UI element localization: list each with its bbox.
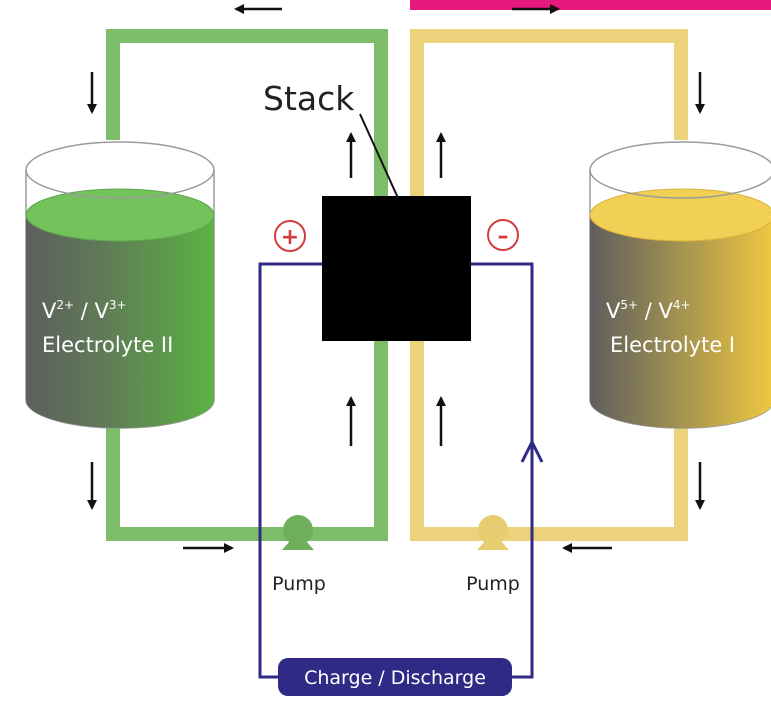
stack-label: Stack bbox=[263, 79, 355, 118]
positive-terminal: + bbox=[274, 220, 306, 252]
charge-discharge-box: Charge / Discharge bbox=[278, 658, 512, 696]
left-tank-ion-label: V2+ / V3+ bbox=[42, 298, 127, 323]
right-tank-name: Electrolyte I bbox=[610, 333, 735, 357]
left-pump: Pump bbox=[272, 515, 326, 595]
left-electrolyte-tank: V2+ / V3+ Electrolyte II bbox=[25, 141, 215, 429]
right-pump-label: Pump bbox=[466, 573, 520, 595]
stack-leader-line bbox=[359, 113, 399, 199]
flow-arrows bbox=[87, 4, 705, 553]
left-pump-label: Pump bbox=[272, 573, 326, 595]
negative-sign: – bbox=[498, 224, 509, 249]
right-electrolyte-tank: V5+ / V4+ Electrolyte I bbox=[589, 141, 771, 429]
negative-terminal: – bbox=[487, 219, 519, 251]
accent-bar bbox=[410, 0, 771, 10]
left-tank-name: Electrolyte II bbox=[42, 333, 173, 357]
charge-discharge-label: Charge / Discharge bbox=[304, 667, 486, 689]
right-tank-ion-label: V5+ / V4+ bbox=[606, 298, 691, 323]
circuit-wire bbox=[258, 262, 544, 679]
right-pump: Pump bbox=[466, 515, 520, 595]
cell-stack bbox=[322, 196, 471, 341]
positive-sign: + bbox=[281, 225, 299, 250]
